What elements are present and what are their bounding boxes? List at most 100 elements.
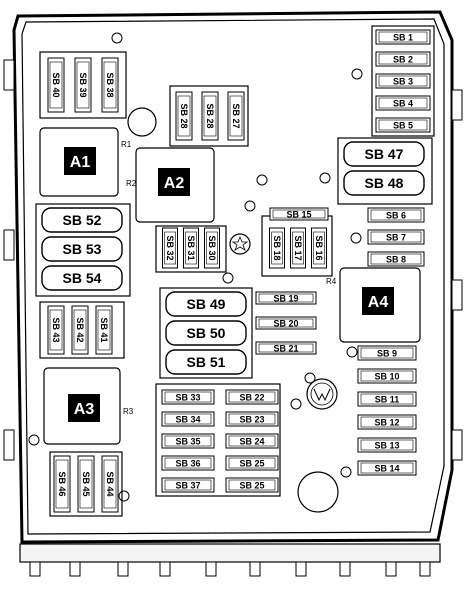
fuse-sb-5[interactable]: SB 5 bbox=[375, 117, 431, 133]
fuse-sb-38[interactable]: SB 38 bbox=[101, 57, 119, 113]
fuse-sb-19[interactable]: SB 19 bbox=[255, 291, 317, 305]
fuse-sb-49[interactable]: SB 49 bbox=[165, 291, 247, 317]
fuse-label: SB 28 bbox=[179, 103, 189, 128]
fuse-sb-1[interactable]: SB 1 bbox=[375, 29, 431, 45]
fuse-sb-45[interactable]: SB 45 bbox=[77, 455, 95, 513]
fuse-sb-48[interactable]: SB 48 bbox=[343, 170, 425, 196]
screw-icon bbox=[111, 32, 123, 44]
relay-a1[interactable]: A1 R1 bbox=[39, 127, 132, 197]
fuse-sb-32[interactable]: SB 32 bbox=[162, 227, 178, 269]
fuse-label: SB 13 bbox=[374, 441, 399, 451]
fuse-sb-54[interactable]: SB 54 bbox=[41, 265, 123, 291]
fuse-sb-28[interactable]: SB 28 bbox=[201, 91, 219, 141]
fuse-sb-3[interactable]: SB 3 bbox=[375, 73, 431, 89]
fuse-label: SB 12 bbox=[374, 418, 399, 428]
fuse-holder-top-left bbox=[39, 51, 127, 119]
fuse-sb-46[interactable]: SB 46 bbox=[53, 455, 71, 513]
fuse-label: SB 22 bbox=[239, 393, 264, 403]
screw-icon bbox=[304, 372, 316, 384]
relay-a2[interactable]: A2 R2 bbox=[126, 147, 215, 223]
fuse-sb-28[interactable]: SB 28 bbox=[175, 91, 193, 141]
fuse-sb-27[interactable]: SB 27 bbox=[227, 91, 245, 141]
fuse-sb-25[interactable]: SB 25 bbox=[225, 455, 279, 471]
fuse-holder-top-center bbox=[169, 85, 249, 147]
fuse-label: SB 5 bbox=[393, 121, 413, 131]
fuse-label: SB 54 bbox=[63, 270, 102, 286]
fuse-label: SB 53 bbox=[63, 241, 102, 257]
fuse-label: SB 51 bbox=[187, 354, 226, 370]
fuse-sb-52[interactable]: SB 52 bbox=[41, 207, 123, 233]
fuse-sb-41[interactable]: SB 41 bbox=[95, 305, 113, 355]
fuse-sb-17[interactable]: SB 17 bbox=[290, 227, 306, 269]
fuse-sb-7[interactable]: SB 7 bbox=[367, 229, 425, 245]
fuse-label: SB 39 bbox=[78, 72, 88, 97]
fuse-label: SB 49 bbox=[187, 296, 226, 312]
fuse-holder-right-top bbox=[371, 25, 435, 137]
fuse-sb-25[interactable]: SB 25 bbox=[225, 477, 279, 493]
fuse-sb-22[interactable]: SB 22 bbox=[225, 389, 279, 405]
fuse-sb-12[interactable]: SB 12 bbox=[357, 414, 417, 430]
fuse-label: SB 15 bbox=[286, 210, 311, 220]
fuse-label: SB 34 bbox=[175, 415, 200, 425]
fuse-label: SB 47 bbox=[365, 146, 404, 162]
fuse-sb-33[interactable]: SB 33 bbox=[161, 389, 215, 405]
fuse-sb-30[interactable]: SB 30 bbox=[204, 227, 220, 269]
fuse-label: SB 1 bbox=[393, 33, 413, 43]
relay-a4-tag: R4 bbox=[326, 277, 337, 286]
fuse-sb-18[interactable]: SB 18 bbox=[269, 227, 285, 269]
fuse-label: SB 38 bbox=[105, 72, 115, 97]
fuse-sb-24[interactable]: SB 24 bbox=[225, 433, 279, 449]
fuse-label: SB 30 bbox=[207, 235, 217, 260]
fuse-label: SB 33 bbox=[175, 393, 200, 403]
fuse-sb-43[interactable]: SB 43 bbox=[47, 305, 65, 355]
relay-a4[interactable]: A4 R4 bbox=[326, 267, 421, 343]
fuse-label: SB 25 bbox=[239, 481, 264, 491]
fuse-sb-9[interactable]: SB 9 bbox=[357, 345, 417, 361]
fuse-sb-21[interactable]: SB 21 bbox=[255, 341, 317, 355]
fuse-label: SB 21 bbox=[273, 344, 298, 354]
fuse-sb-2[interactable]: SB 2 bbox=[375, 51, 431, 67]
fuse-sb-35[interactable]: SB 35 bbox=[161, 433, 215, 449]
fuse-sb-39[interactable]: SB 39 bbox=[74, 57, 92, 113]
fuse-label: SB 48 bbox=[365, 175, 404, 191]
relay-a3[interactable]: A3 R3 bbox=[43, 367, 134, 445]
fuse-sb-6[interactable]: SB 6 bbox=[367, 207, 425, 223]
screw-icon bbox=[28, 434, 40, 446]
fuse-label: SB 45 bbox=[81, 471, 91, 496]
bottom-connector-strip bbox=[19, 543, 441, 563]
fuse-sb-23[interactable]: SB 23 bbox=[225, 411, 279, 427]
fuse-label: SB 27 bbox=[231, 103, 241, 128]
fuse-sb-16[interactable]: SB 16 bbox=[311, 227, 327, 269]
fuse-label: SB 4 bbox=[393, 99, 413, 109]
fuse-sb-44[interactable]: SB 44 bbox=[101, 455, 119, 513]
mount-hole-icon bbox=[127, 107, 157, 137]
fuse-sb-13[interactable]: SB 13 bbox=[357, 437, 417, 453]
fuse-sb-31[interactable]: SB 31 bbox=[183, 227, 199, 269]
fuse-sb-15[interactable]: SB 15 bbox=[269, 207, 329, 221]
fuse-sb-50[interactable]: SB 50 bbox=[165, 320, 247, 346]
fuse-sb-42[interactable]: SB 42 bbox=[71, 305, 89, 355]
screw-icon bbox=[118, 490, 130, 502]
relay-a1-label: A1 bbox=[70, 154, 91, 171]
fuse-sb-40[interactable]: SB 40 bbox=[47, 57, 65, 113]
fuse-sb-37[interactable]: SB 37 bbox=[161, 477, 215, 493]
relay-a3-tag: R3 bbox=[123, 407, 134, 416]
screw-icon bbox=[290, 398, 302, 410]
fuse-sb-47[interactable]: SB 47 bbox=[343, 141, 425, 167]
fuse-sb-4[interactable]: SB 4 bbox=[375, 95, 431, 111]
fuse-label: SB 8 bbox=[386, 255, 406, 265]
fuse-sb-34[interactable]: SB 34 bbox=[161, 411, 215, 427]
fuse-sb-51[interactable]: SB 51 bbox=[165, 349, 247, 375]
fuse-sb-11[interactable]: SB 11 bbox=[357, 391, 417, 407]
fuse-sb-20[interactable]: SB 20 bbox=[255, 316, 317, 330]
fuse-sb-14[interactable]: SB 14 bbox=[357, 460, 417, 476]
relay-a2-tag: R2 bbox=[126, 179, 137, 188]
fuse-sb-8[interactable]: SB 8 bbox=[367, 251, 425, 267]
fuse-sb-10[interactable]: SB 10 bbox=[357, 368, 417, 384]
fuse-label: SB 46 bbox=[57, 471, 67, 496]
fuse-sb-36[interactable]: SB 36 bbox=[161, 455, 215, 471]
fuse-label: SB 35 bbox=[175, 437, 200, 447]
fuse-holder-mid-left bbox=[155, 225, 227, 273]
fuse-sb-53[interactable]: SB 53 bbox=[41, 236, 123, 262]
fuse-label: SB 40 bbox=[51, 72, 61, 97]
